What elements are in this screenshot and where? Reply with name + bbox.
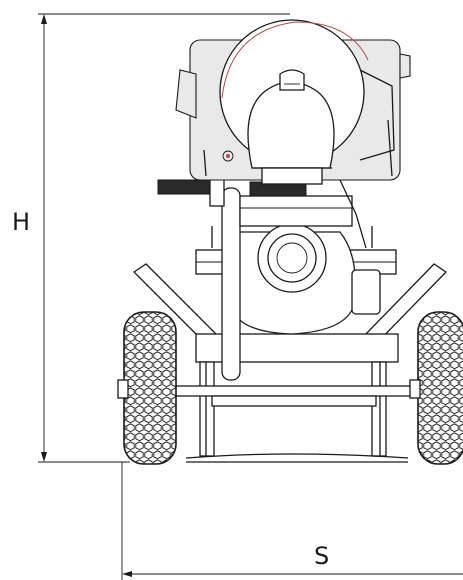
priming-pipe: [221, 187, 241, 381]
left-tire: [123, 311, 177, 465]
engine-side-cover: [359, 69, 395, 161]
s-arrow-left: [122, 571, 132, 577]
dimension-h: H: [12, 13, 290, 463]
pump-mount-brackets: [211, 226, 373, 248]
side-port: [351, 269, 381, 315]
air-cleaner-cap: [279, 69, 305, 91]
h-arrow-bottom: [41, 452, 47, 462]
axle: [163, 385, 425, 397]
mount-plate: [239, 195, 353, 227]
right-tire: [417, 311, 463, 465]
ground-base: [185, 453, 409, 459]
fuel-cap-dot: [226, 154, 230, 158]
frame-right-leg: [371, 361, 387, 457]
lower-crossbar: [211, 395, 377, 407]
engine-neck: [261, 167, 323, 185]
cart-frame: [163, 333, 425, 463]
engine-right-cap: [399, 53, 411, 79]
engine-mount: [157, 175, 367, 249]
brace-right-lower: [355, 213, 367, 249]
right-wheel: [409, 311, 463, 465]
frame-left-leg: [199, 361, 215, 457]
left-hub: [117, 379, 129, 399]
engine-left-muffler: [175, 69, 197, 119]
fuel-cap: [222, 150, 234, 162]
right-hub: [409, 379, 421, 399]
air-cleaner: [247, 81, 335, 169]
left-wheel: [117, 311, 177, 465]
engine-fins: [203, 119, 393, 177]
housing-seam: [221, 21, 369, 99]
h-arrow-top: [41, 14, 47, 24]
brace-right: [339, 179, 357, 215]
vertical-pipe: [221, 187, 241, 381]
dimension-s: S: [121, 462, 463, 580]
s-label: S: [314, 542, 329, 570]
pump-housing-inner: [267, 233, 317, 283]
pump-impeller-eye: [276, 242, 308, 274]
h-label: H: [12, 208, 30, 236]
engine: [175, 19, 411, 185]
